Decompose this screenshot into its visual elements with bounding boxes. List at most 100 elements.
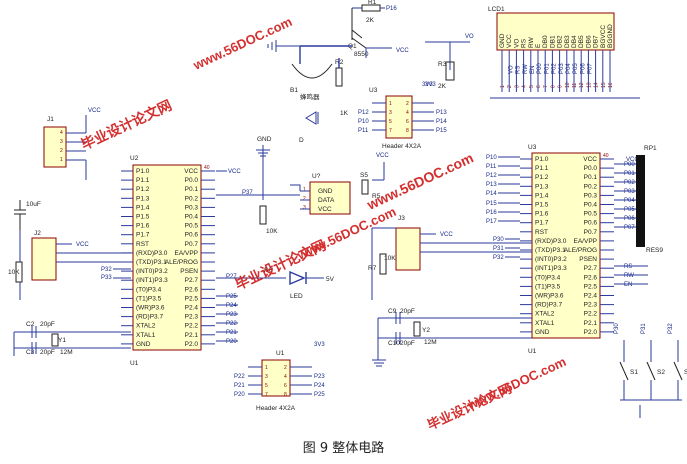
vcc-label: VCC xyxy=(440,232,453,238)
header-top-body xyxy=(385,95,413,139)
pin-number: 2 xyxy=(406,101,409,107)
y2-ref: Y2 xyxy=(422,327,430,334)
pin-number: 1 xyxy=(60,157,63,163)
j3-body xyxy=(395,227,421,271)
connector-j2: J2 VCC 10uF 10K xyxy=(8,200,131,300)
rp1-value: RES9 xyxy=(646,247,663,254)
net-label: P22 xyxy=(234,374,245,380)
lcd-pin-label: DB2 xyxy=(557,35,564,48)
pin-number: 16 xyxy=(608,82,614,88)
mcu-pin-label: XTAL1 xyxy=(535,320,555,327)
resistor-value: 10K xyxy=(266,228,278,235)
left-mcu-right-pins: VCCP0.0P0.1P0.2P0.3P0.4P0.5P0.6P0.7EA/VP… xyxy=(165,168,215,348)
c9-ref: C9 xyxy=(388,308,397,315)
wire xyxy=(113,268,131,279)
mcu-pin-label: P0.3 xyxy=(185,204,199,211)
rp1-ref: RP1 xyxy=(644,145,657,152)
c3-ref: C3 xyxy=(26,349,35,356)
b1-ref: B1 xyxy=(290,87,298,94)
transistor-q1 xyxy=(351,8,367,49)
j1-ref: J1 xyxy=(47,116,54,123)
pin-number: 8 xyxy=(406,128,409,134)
vcc-label: VCC xyxy=(396,48,409,54)
net-label: RW xyxy=(523,64,529,74)
net-label: P02 xyxy=(624,180,635,186)
pin-number: 6 xyxy=(284,383,287,389)
header-bottom-ref: U1 xyxy=(276,350,285,357)
wire xyxy=(216,184,310,210)
lcd-pin-label: VO xyxy=(513,39,520,48)
c3-value: 20pF xyxy=(40,349,55,356)
lcd-pin-label: DB0 xyxy=(542,35,549,48)
wire xyxy=(256,145,270,200)
net-label: P24 xyxy=(226,303,237,309)
net-label: P22 xyxy=(226,321,237,327)
left-crystal-circuit: C2 20pF C3 20pF Y1 12M xyxy=(13,321,131,356)
mcu-pin-label: (INT1)P3.3 xyxy=(535,265,567,272)
mcu-pin-label: P0.2 xyxy=(185,195,199,202)
net-label: P03 xyxy=(624,189,635,195)
y2-value: 12M xyxy=(424,339,437,346)
mcu-pin-label: P2.4 xyxy=(185,305,199,312)
pin-number: 6 xyxy=(406,119,409,125)
lcd-pin-label: RS xyxy=(521,38,528,48)
net-label: P13 xyxy=(436,110,447,116)
left-mcu-ref2: U1 xyxy=(130,360,139,367)
net-label: P12 xyxy=(486,173,497,179)
y1-ref: Y1 xyxy=(58,337,66,344)
mcu-pin-label: P0.1 xyxy=(584,174,598,181)
led-label: LED xyxy=(290,293,303,300)
net-label: P23 xyxy=(314,374,325,380)
mcu-pin-label: VCC xyxy=(184,168,198,175)
net-label: P23 xyxy=(226,312,237,318)
net-label: P27 xyxy=(226,274,237,280)
mcu-pin-label: P0.2 xyxy=(584,183,598,190)
temperature-sensor: U? GND DATA VCC 1 2 3 GND 10K xyxy=(216,136,351,235)
vcc-label: VCC xyxy=(88,108,101,114)
net-label: P07 xyxy=(624,225,635,231)
pin-number: 3 xyxy=(389,110,392,116)
sensor-body xyxy=(309,181,351,215)
wire xyxy=(216,295,238,342)
net-label: P32 xyxy=(668,323,674,334)
wire xyxy=(425,41,470,70)
c9-value: 20pF xyxy=(400,308,415,315)
mcu-pin-label: (INT1)P3.3 xyxy=(136,277,168,284)
lcd-pin-label: RW xyxy=(528,36,535,48)
pin-number: 1 xyxy=(265,365,268,371)
switch-symbol xyxy=(619,361,683,381)
capacitor-symbol xyxy=(14,200,26,230)
mcu-pin-label: P1.3 xyxy=(136,195,150,202)
s2-ref: S2 xyxy=(657,369,665,376)
lcd-pin-label: DB6 xyxy=(585,35,592,48)
mcu-pin-label: P0.0 xyxy=(185,177,199,184)
mcu-pin-label: (WR)P3.6 xyxy=(136,305,165,312)
pin-number: 7 xyxy=(265,392,268,398)
pin-number: 5 xyxy=(529,85,535,88)
pin-number: 2 xyxy=(284,365,287,371)
net-label: VO xyxy=(465,34,474,40)
lcd-pin-label: DB3 xyxy=(564,35,571,48)
mcu-pin-label: (TXD)P3.1 xyxy=(136,259,167,266)
mcu-pin-label: P1.2 xyxy=(136,186,150,193)
wire xyxy=(299,45,352,68)
net-label: P32 xyxy=(493,255,504,261)
mcu-pin-label: P0.0 xyxy=(584,165,598,172)
resistor-symbol xyxy=(15,261,23,283)
net-label: P04 xyxy=(624,198,635,204)
pin-number: 6 xyxy=(536,85,542,88)
net-label: P30 xyxy=(493,237,504,243)
connector-j1: J1 4 3 2 1 VCC xyxy=(43,108,101,180)
net-label: P30 xyxy=(614,323,620,334)
lcd-pin-label: BGGND xyxy=(607,24,614,48)
figure-caption: 图 9 整体电路 xyxy=(302,441,385,456)
wire xyxy=(66,115,87,180)
led-circuit: R6 LED 5V xyxy=(216,267,335,300)
net-label: P25 xyxy=(226,294,237,300)
left-mcu-left-pins: P1.0P1.1P1.2P1.3P1.4P1.5P1.6P1.7RST(RXD)… xyxy=(121,168,168,348)
mcu-pin-label: P2.1 xyxy=(584,320,598,327)
lcd-module: LCD1 GND1VCC2VO3RS4RW5E6DB07DB18DB29DB31… xyxy=(488,6,640,99)
mcu-pin-label: P0.1 xyxy=(185,186,199,193)
